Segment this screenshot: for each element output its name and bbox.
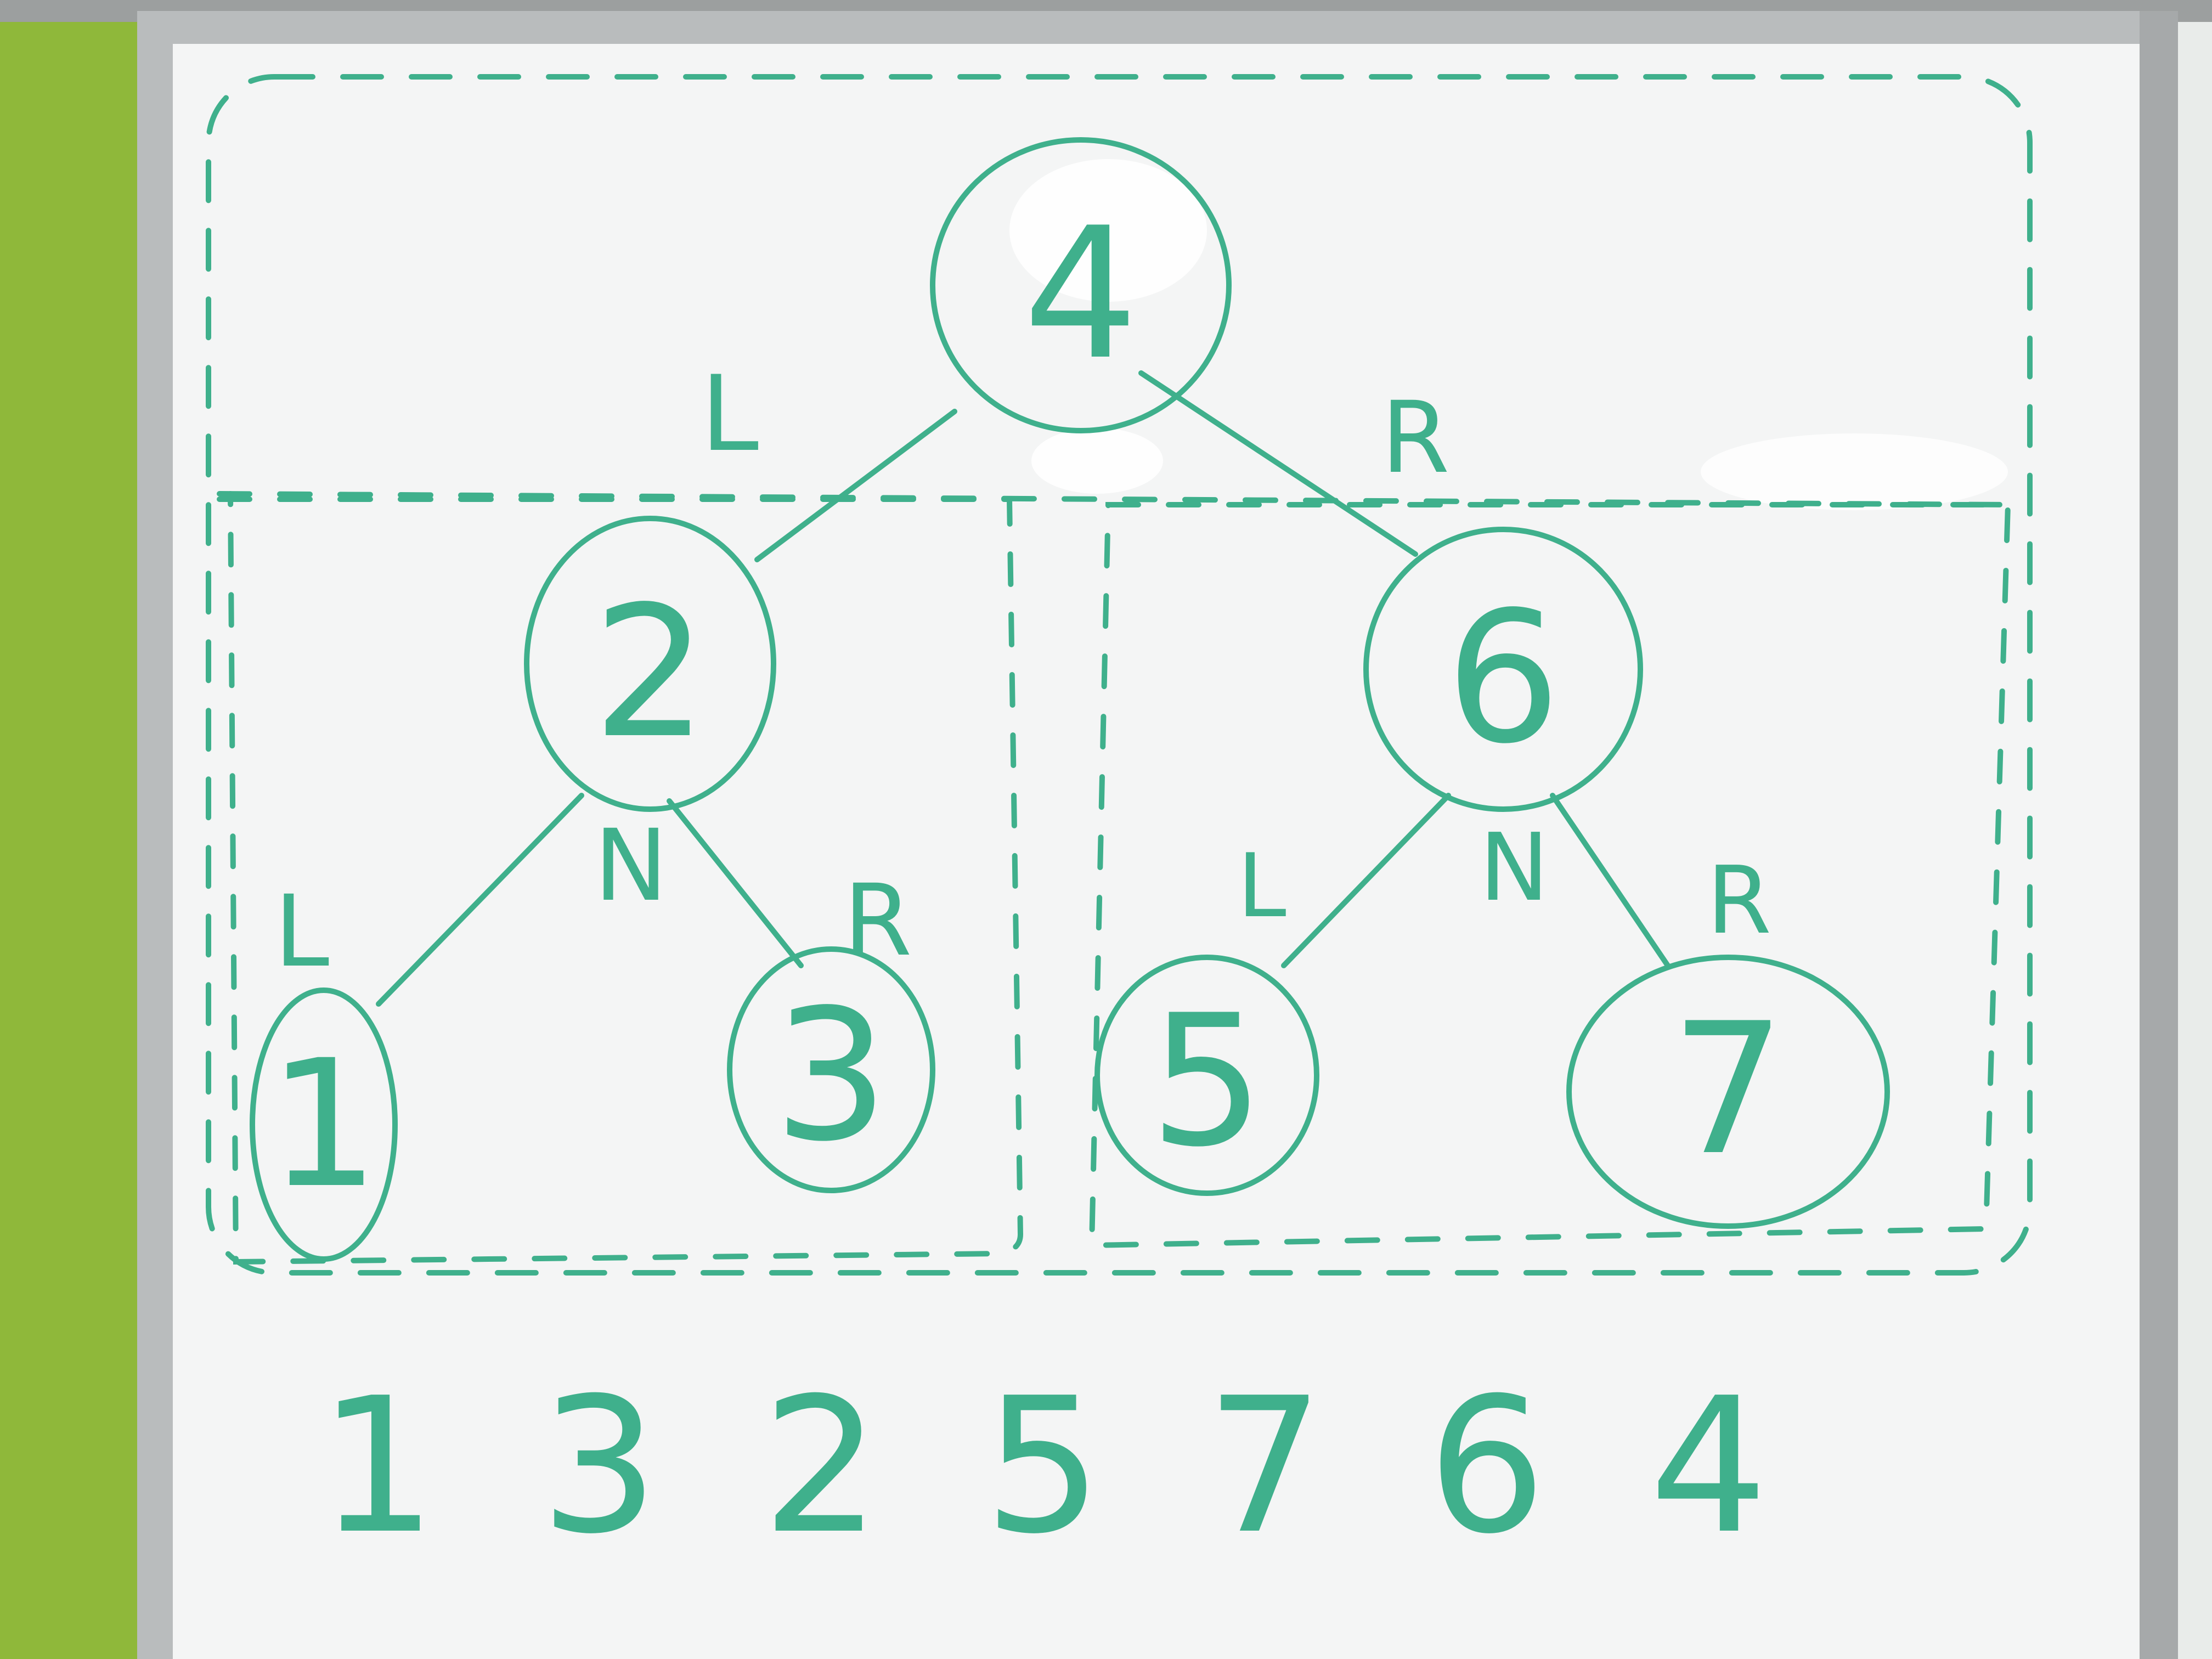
node-circle-4 — [930, 137, 1232, 433]
node-circle-2 — [524, 516, 776, 812]
node-label-5: 5 — [1149, 976, 1265, 1187]
edge-4-6 — [1138, 370, 1418, 557]
edge-6-7 — [1550, 793, 1671, 968]
node-label-1: 1 — [268, 1023, 380, 1227]
edge-label-root-right: R — [1381, 381, 1449, 495]
board-surface — [173, 44, 2153, 1659]
edge-2-1 — [376, 793, 584, 1007]
traversal-sequence: 1 3 2 5 7 6 4 — [318, 1358, 1790, 1575]
node-label-2: 2 — [592, 567, 708, 778]
node-label-6: 6 — [1446, 573, 1561, 783]
node-label-3: 3 — [774, 970, 889, 1181]
edge-label-2-right: R — [843, 864, 912, 978]
edge-6-5 — [1281, 793, 1451, 968]
node-circle-3 — [727, 946, 935, 1193]
glare-mid — [1031, 428, 1163, 494]
edge-4-2 — [754, 409, 957, 562]
edge-label-root-left: L — [701, 353, 759, 475]
node-circle-7 — [1566, 955, 1890, 1229]
node-label-7: 7 — [1671, 984, 1786, 1195]
node-circle-1 — [250, 988, 398, 1262]
glare-top — [1009, 159, 1207, 302]
edge-label-2-left: L — [274, 874, 329, 989]
left-subtree-box — [217, 491, 1024, 1265]
edge-2-3 — [667, 798, 804, 968]
edge-label-6-mid: N — [1479, 814, 1549, 922]
edge-label-6-right: R — [1707, 847, 1771, 955]
board-right-rail — [2140, 11, 2178, 1659]
node-label-4: 4 — [1023, 189, 1138, 399]
edge-label-2-mid: N — [594, 809, 668, 923]
glare-right — [1701, 433, 2008, 510]
edge-label-6-left: L — [1237, 834, 1286, 937]
node-circle-6 — [1363, 527, 1643, 812]
outer-dashed-box — [206, 74, 2033, 1276]
node-circle-5 — [1094, 955, 1319, 1196]
